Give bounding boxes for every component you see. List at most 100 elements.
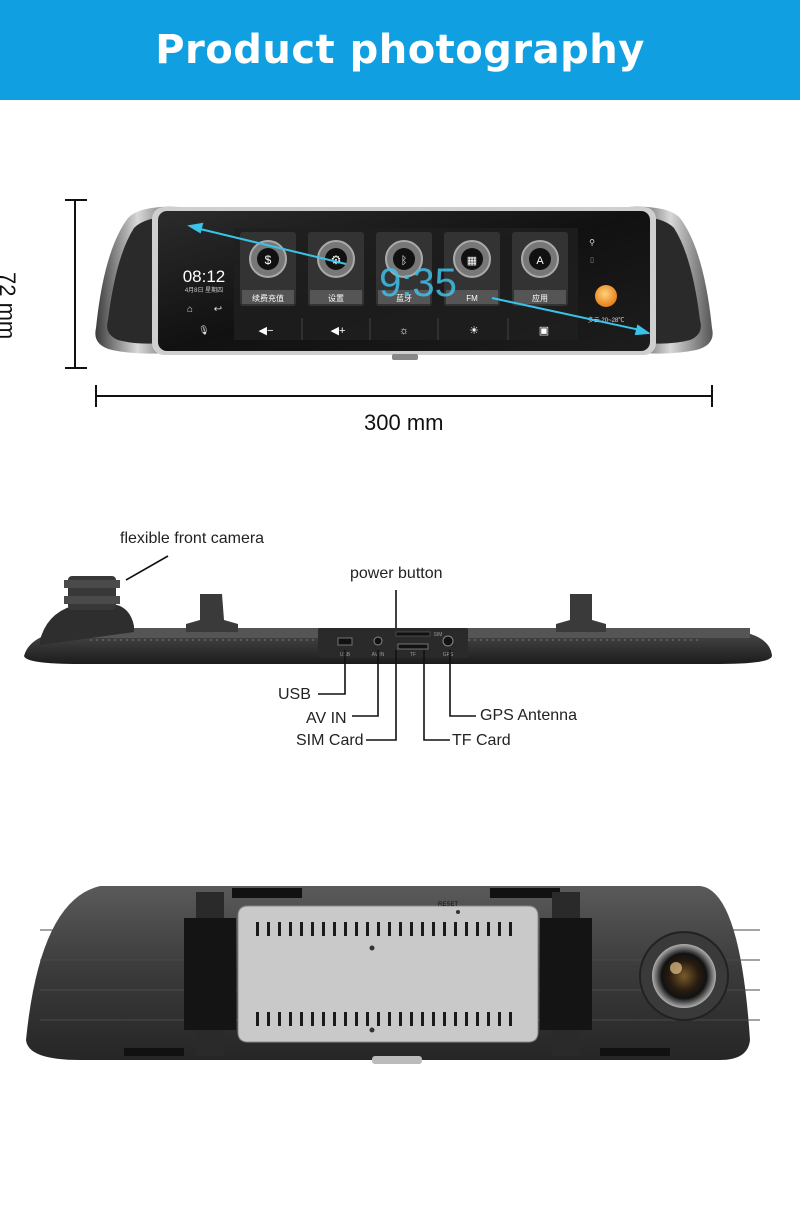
vent-slot — [355, 922, 358, 936]
width-value: 300 mm — [364, 410, 444, 435]
av-port — [373, 636, 383, 646]
mic-icon: 🎙 — [198, 325, 209, 335]
vent-slot — [377, 1012, 380, 1026]
vent-slot — [454, 922, 457, 936]
vent-slot — [300, 922, 303, 936]
vent-slot — [388, 1012, 391, 1026]
vent-slot — [278, 922, 281, 936]
height-value: 72 mm — [0, 272, 20, 340]
vent-slot — [443, 1012, 446, 1026]
overlay-time: 9:35 — [379, 261, 457, 305]
vent-slot — [498, 1012, 501, 1026]
height-dimension-line — [65, 199, 87, 369]
vent-slot — [388, 922, 391, 936]
app-tile-recharge: $ 续费充值 — [240, 232, 296, 306]
app-label-apps: 应用 — [532, 293, 548, 303]
tf-slot — [397, 643, 429, 650]
vent-slot — [300, 1012, 303, 1026]
vent-slot — [322, 922, 325, 936]
sim-port-label: SIM — [434, 632, 443, 638]
vent-slot — [410, 922, 413, 936]
weather-icon — [595, 285, 617, 307]
app-tile-fm: ▦ FM — [444, 232, 500, 306]
vent-slot — [366, 1012, 369, 1026]
rear-camera-lens — [652, 944, 716, 1008]
vent-slot — [432, 922, 435, 936]
vent-slot — [410, 1012, 413, 1026]
app-tile-apps: A 应用 — [512, 232, 568, 306]
usb-label: USB — [278, 686, 311, 703]
volume-down-icon: ◀− — [259, 325, 274, 337]
front-camera-label: flexible front camera — [120, 530, 265, 547]
home-icon: ⌂ — [187, 304, 193, 315]
vent-slot — [399, 922, 402, 936]
vent-slot — [487, 1012, 490, 1026]
vent-slot — [267, 922, 270, 936]
vent-slot — [377, 922, 380, 936]
vent-slot — [498, 922, 501, 936]
no-signal-icon: ▯ — [590, 257, 594, 264]
header-banner: Product photography — [0, 0, 800, 100]
vent-slot — [509, 922, 512, 936]
vent-slot — [465, 1012, 468, 1026]
vent-slot — [487, 922, 490, 936]
vent-slot — [322, 1012, 325, 1026]
mirror-bottom-view: USB AV IN TF GPS SIM — [24, 555, 772, 741]
swipe-arrows — [187, 222, 651, 336]
vent-slot — [289, 1012, 292, 1026]
width-dimension-line — [95, 385, 713, 407]
tf-card-label: TF Card — [452, 732, 511, 749]
brightness-up-icon: ☀ — [469, 325, 479, 337]
vent-slot — [344, 1012, 347, 1026]
sim-card-label: SIM Card — [296, 732, 364, 749]
app-label-recharge: 续费充值 — [252, 293, 284, 303]
vent-slot — [256, 922, 259, 936]
vent-slot — [333, 1012, 336, 1026]
vent-slot — [421, 1012, 424, 1026]
brightness-down-icon: ☼ — [399, 325, 409, 337]
vent-slot — [476, 922, 479, 936]
screen-date: 4月8日 星期四 — [185, 286, 223, 294]
vent-slot — [366, 922, 369, 936]
vent-slot — [421, 922, 424, 936]
gps-antenna-label: GPS Antenna — [480, 707, 577, 724]
vent-slot — [476, 1012, 479, 1026]
vent-slot — [443, 922, 446, 936]
vent-slot — [454, 1012, 457, 1026]
vent-slot — [355, 1012, 358, 1026]
vent-slot — [311, 922, 314, 936]
gear-icon: ⚙ — [331, 253, 342, 267]
app-label-bluetooth: 蓝牙 — [396, 293, 412, 303]
vent-slot — [509, 1012, 512, 1026]
dollar-icon: $ — [265, 253, 272, 267]
bluetooth-icon: ᛒ — [401, 255, 408, 267]
vent-slot — [278, 1012, 281, 1026]
mirror-screen: 08:12 4月8日 星期四 ⌂ ↩ 🎙 $ 续费充值 ⚙ 设置 ᛒ — [183, 222, 651, 340]
app-tile-bluetooth: ᛒ 蓝牙 — [376, 232, 432, 306]
vent-slot — [432, 1012, 435, 1026]
vent-slot — [256, 1012, 259, 1026]
reset-label: RESET — [438, 902, 458, 908]
av-in-label: AV IN — [306, 710, 347, 727]
vent-slot — [465, 922, 468, 936]
vent-slot — [289, 922, 292, 936]
vent-slot — [344, 922, 347, 936]
gps-port — [442, 635, 454, 647]
radio-icon: ▦ — [467, 255, 477, 267]
gps-port-label: GPS — [443, 652, 454, 658]
vent-slot — [311, 1012, 314, 1026]
width-label: 300 mm — [364, 410, 443, 436]
screen-clock: 08:12 — [183, 267, 226, 286]
weather-text: 多云 20~28℃ — [588, 316, 625, 324]
back-icon: ↩ — [214, 304, 222, 315]
car-icon: ▣ — [539, 325, 549, 337]
location-icon: ⚲ — [589, 238, 595, 247]
vent-slot — [399, 1012, 402, 1026]
page-title: Product photography — [155, 27, 645, 73]
volume-up-icon: ◀+ — [331, 325, 346, 337]
app-tile-settings: ⚙ 设置 — [308, 232, 364, 306]
control-bar: ◀− ◀+ ☼ ☀ ▣ — [259, 325, 550, 337]
height-label: 72 mm — [0, 272, 20, 339]
mirror-back-view: RESET — [26, 886, 760, 1064]
